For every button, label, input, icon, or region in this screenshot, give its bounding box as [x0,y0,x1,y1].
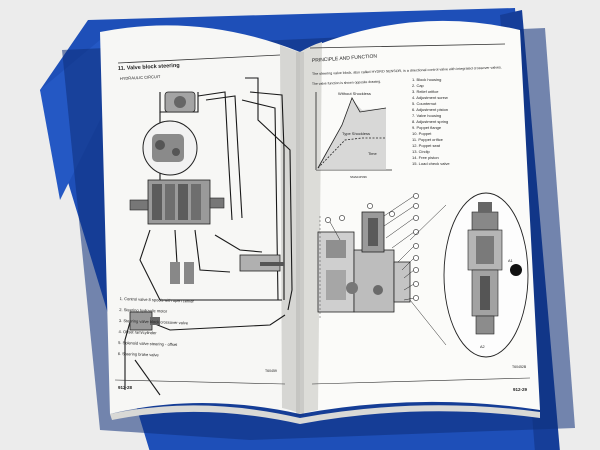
intro-text-1: The steering valve block, also called HY… [312,65,502,76]
valve-block-diagram [129,179,225,225]
part-item-10: 10. Poppet [412,131,432,136]
right-footer-rule [311,377,531,385]
left-page-number: 912-28 [118,385,133,390]
graph-code: SMA04P336 [350,175,367,179]
solenoid-valve-diagram [129,311,160,331]
legend-item-3: 3. Steering valve block crossover valve [119,318,189,325]
parts-list: 1. Block housing 2. Cap 3. Relief orific… [412,77,450,166]
part-item-2: 2. Cap [412,83,425,88]
graph-axis-time: Time [368,151,378,156]
port-a1-dot [510,264,522,276]
page-stack-edge [110,405,540,424]
legend-item-5: 5. Solenoid valve steering - offset [118,340,178,347]
steering-motor-diagram [142,120,198,176]
principle-heading: PRINCIPLE AND FUNCTION [312,53,378,64]
port-a2-label: A2 [480,345,485,349]
callout-leaders [329,195,415,301]
left-footer-rule [114,379,286,385]
graph-label-type: Type Shockless [342,131,370,136]
part-item-11: 11. Poppet orifice [412,137,444,142]
part-item-1: 1. Block housing [412,77,441,82]
legend-item-2: 2. Steering hydraulic motor [119,307,168,314]
intro-text-2: The valve function is shown opposite dra… [312,80,381,86]
left-header: 11. Valve block steering HYDRAULIC CIRCU… [118,54,281,81]
part-item-8: 8. Adjustment spring [412,119,448,124]
legend-item-1: 1. Control valve 8 spools with open cent… [120,296,195,304]
part-item-6: 6. Adjustment piston [412,107,448,112]
component-legend: 1. Control valve 8 spools with open cent… [118,296,195,357]
part-item-13: 13. Circlip [412,149,431,154]
part-item-7: 7. Valve housing [412,113,441,118]
circuit-subtitle: HYDRAULIC CIRCUIT [120,74,161,81]
callout-markers [325,193,419,301]
pressure-time-graph: Without Shockless Type Shockless Time SM… [315,91,392,179]
part-item-15: 15. Load check valve [412,161,450,166]
section-title: 11. Valve block steering [118,63,180,72]
part-item-4: 4. Adjustment screw [412,95,448,100]
part-item-5: 5. Counternut [412,101,437,106]
right-page-number: 912-29 [513,387,528,392]
part-item-12: 12. Poppet seat [412,143,441,148]
right-drawing-code: T60452B [512,365,527,369]
graph-label-without: Without Shockless [338,91,371,96]
port-a1-label: A1 [508,259,513,263]
gutter-shadow [296,52,304,416]
part-item-3: 3. Relief orifice [412,89,439,94]
part-item-9: 9. Poppet flange [412,125,442,130]
crossover-valve-diagram [164,91,196,113]
zoom-detail-oval: A1 A2 [409,192,529,358]
brake-valve-diagram [170,262,194,284]
offset-cylinder-diagram [239,254,284,272]
right-header: PRINCIPLE AND FUNCTION The steering valv… [309,43,506,86]
legend-item-6: 6. Steering brake valve [118,351,160,357]
part-item-14: 14. Free piston [412,155,439,160]
valve-section-drawing [317,211,411,320]
left-drawing-code: T60459 [265,369,277,373]
legend-item-4: 4. Offset ram/cylinder [118,329,157,335]
